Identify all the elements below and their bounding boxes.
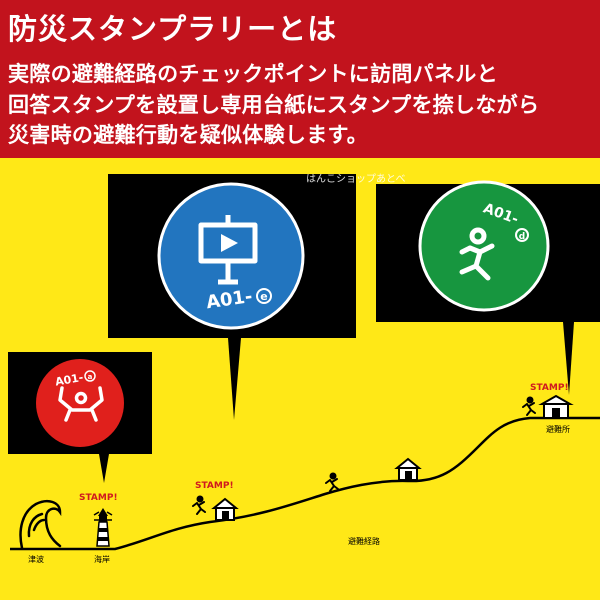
green-panel-suffix: d [519, 232, 525, 242]
blue-panel-suffix: e [260, 290, 267, 303]
house-icon [394, 457, 422, 481]
page-title: 防災スタンプラリーとは [8, 12, 338, 46]
house-icon [211, 497, 239, 521]
running-person-icon [192, 495, 206, 515]
lighthouse-icon [93, 508, 113, 547]
description-line-2: 回答スタンプを設置し専用台紙にスタンプを捺しながら [8, 93, 540, 117]
terrain-line [10, 416, 600, 551]
shelter-building-icon [538, 394, 574, 419]
arms-raised-person-icon [58, 386, 104, 422]
stamp-label-shelter: STAMP! [530, 383, 569, 393]
description-line-3: 災害時の避難行動を疑似体験します。 [8, 123, 368, 147]
red-panel-code: A01- [54, 371, 84, 389]
running-person-icon [522, 396, 536, 416]
signboard-icon [198, 215, 258, 285]
place-label-shelter: 避難所 [546, 424, 570, 434]
watermark: はんこショップあとべ [306, 174, 406, 185]
wave-icon [19, 500, 62, 550]
blue-panel: A01- e [108, 174, 356, 420]
place-label-tsunami: 津波 [28, 554, 44, 564]
header-banner: 防災スタンプラリーとは 実際の避難経路のチェックポイントに訪問パネルと 回答スタ… [0, 0, 600, 158]
place-label-route: 避難経路 [348, 536, 380, 546]
running-person-icon [459, 227, 495, 281]
red-panel-suffix: a [88, 373, 93, 381]
description-line-1: 実際の避難経路のチェックポイントに訪問パネルと [8, 62, 498, 86]
green-panel: A01- d [376, 180, 600, 395]
running-person-icon [325, 472, 339, 492]
stamp-label-coast: STAMP! [79, 493, 118, 503]
red-panel: A01- a [8, 352, 152, 483]
place-label-coast: 海岸 [94, 554, 110, 564]
stamp-label-route: STAMP! [195, 481, 234, 491]
